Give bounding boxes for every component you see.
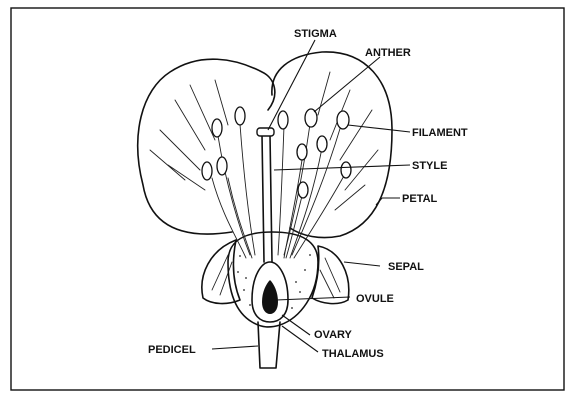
label-petal: PETAL — [402, 193, 438, 205]
label-stigma: STIGMA — [294, 28, 337, 40]
label-style: STYLE — [412, 160, 447, 172]
leader-sepal — [344, 262, 380, 266]
left-sepal — [202, 240, 240, 304]
left-petal — [138, 59, 275, 234]
leader-anther — [314, 57, 380, 112]
style-pistil — [257, 128, 274, 262]
leader-pedicel — [212, 346, 258, 349]
label-pedicel: PEDICEL — [148, 344, 196, 356]
leader-ovary — [282, 315, 310, 335]
label-ovule: OVULE — [356, 293, 394, 305]
anthers — [202, 107, 351, 198]
label-ovary: OVARY — [314, 329, 353, 341]
label-thalamus: THALAMUS — [322, 348, 384, 360]
label-filament: FILAMENT — [412, 127, 468, 139]
stigma — [257, 128, 274, 136]
label-sepal: SEPAL — [388, 261, 424, 273]
right-petal — [272, 52, 392, 238]
leader-filament — [348, 125, 410, 132]
pedicel-stalk — [258, 322, 280, 368]
diagram-frame — [11, 8, 564, 390]
ovule — [262, 280, 278, 314]
label-anther: ANTHER — [365, 47, 411, 59]
leader-thalamus — [282, 326, 318, 352]
ovary — [252, 262, 288, 322]
